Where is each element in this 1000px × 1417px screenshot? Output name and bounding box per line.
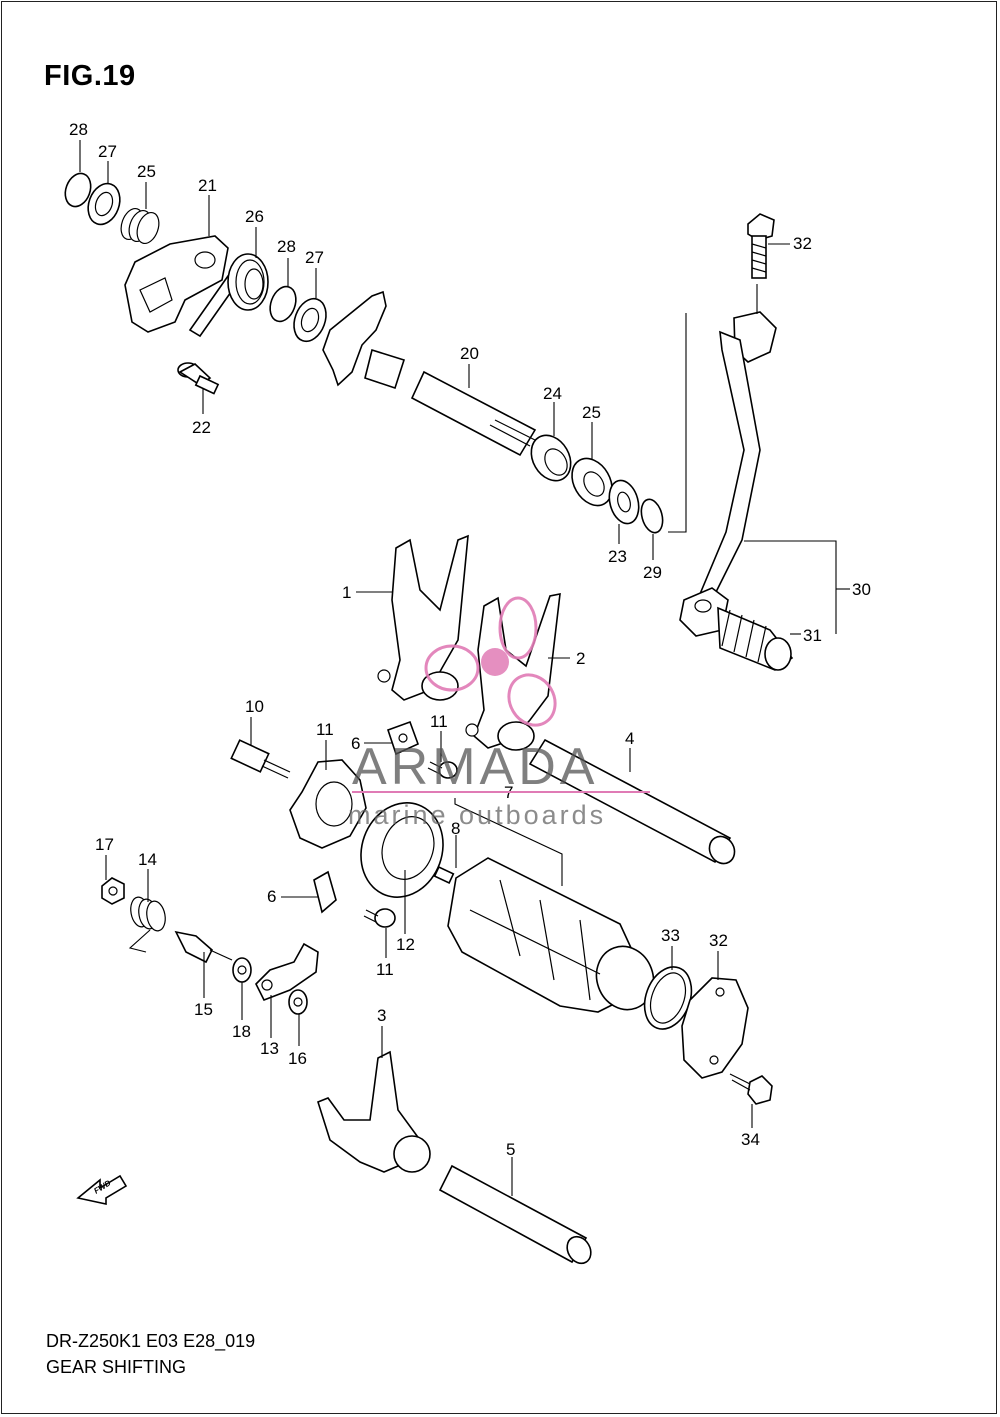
- callout-23: 24: [543, 384, 562, 403]
- bracket-line-shaft: [668, 313, 687, 533]
- callout-11-a: 11: [430, 712, 448, 731]
- callout-28-a: 28: [69, 120, 88, 139]
- callout-30: 31: [803, 626, 822, 645]
- part-return-spring-26: [188, 253, 269, 338]
- callout-9: 10: [245, 697, 264, 716]
- part-plate-6-b: [313, 870, 337, 914]
- part-shift-fork-1: [377, 534, 469, 701]
- part-fork-shaft-5: [438, 1164, 592, 1265]
- fwd-direction-badge: FWD: [76, 1174, 128, 1205]
- callout-28-b: 28: [277, 237, 296, 256]
- callout-5: 5: [506, 1140, 515, 1159]
- part-nut-18: [101, 877, 125, 905]
- callout-27-b: 27: [305, 248, 324, 267]
- part-bearing-12: [360, 802, 444, 898]
- callout-17: 18: [232, 1022, 251, 1041]
- part-shift-shaft-19: [322, 290, 537, 457]
- callout-6-b: 6: [267, 887, 276, 906]
- callout-16: 16: [288, 1049, 307, 1068]
- bracket-line-cam: [454, 798, 563, 886]
- callout-20: 21: [198, 176, 217, 195]
- watermark-brand: ARMADA: [352, 738, 598, 796]
- part-plate-20: [124, 235, 229, 333]
- callout-1: 1: [342, 583, 351, 602]
- part-gearshift-cam-7: [447, 857, 655, 1013]
- part-washer-16: [288, 989, 308, 1015]
- part-shift-fork-2: [465, 592, 561, 751]
- model-code: DR-Z250K1 E03 E28_019: [46, 1331, 256, 1351]
- part-pin-8: [433, 866, 455, 884]
- callout-34: 34: [741, 1130, 760, 1149]
- section-name: GEAR SHIFTING: [46, 1357, 187, 1377]
- callout-11-b: 11: [376, 960, 394, 979]
- part-star-10: [289, 759, 367, 849]
- callout-18: 17: [95, 835, 114, 854]
- callout-19: 20: [460, 344, 479, 363]
- part-bolt-34: [729, 1073, 773, 1105]
- callout-10: 11: [316, 720, 334, 739]
- part-plate-6-a: [386, 720, 420, 756]
- part-bolt-31: [747, 213, 775, 279]
- part-stopper-arm-13: [255, 942, 319, 1002]
- part-bearing-23: [530, 434, 572, 482]
- propeller-logo-icon: [424, 596, 557, 727]
- callout-2: 2: [576, 649, 585, 668]
- part-bolt-15: [174, 930, 233, 964]
- part-rubber-30: [717, 606, 794, 671]
- leader-lines: [79, 140, 850, 1196]
- callout-12: 12: [396, 935, 415, 954]
- part-oil-seal-24: [571, 457, 613, 507]
- part-circlip-28-a: [64, 172, 92, 208]
- callout-32: 32: [709, 931, 728, 950]
- callout-29: 30: [852, 580, 871, 599]
- callout-33: 33: [661, 926, 680, 945]
- part-cover-32: [681, 977, 749, 1079]
- callout-28-c: 29: [643, 563, 662, 582]
- callout-6-a: 6: [351, 734, 360, 753]
- part-gearshift-lever-29: [679, 311, 777, 637]
- figure-title: FIG.19: [44, 60, 136, 92]
- part-spring-25: [120, 207, 160, 245]
- part-washer-27-a: [87, 182, 121, 226]
- callout-21: 22: [192, 418, 211, 437]
- part-shift-fork-3: [317, 1050, 431, 1173]
- callout-31: 32: [793, 234, 812, 253]
- part-o-ring-33: [643, 966, 693, 1030]
- callout-24: 25: [582, 403, 601, 422]
- callout-14: 14: [138, 850, 157, 869]
- part-screw-11-b: [363, 908, 396, 928]
- callout-13: 13: [260, 1039, 279, 1058]
- propeller-hub-icon: [481, 648, 509, 676]
- callout-26: 26: [245, 207, 264, 226]
- callout-15: 15: [194, 1000, 213, 1019]
- callout-22: 23: [608, 547, 627, 566]
- part-screw-11-a: [427, 761, 458, 779]
- watermark-logo: ARMADA marine outboards: [348, 596, 650, 830]
- part-washer-22: [608, 479, 640, 525]
- part-stopper-9: [230, 739, 291, 779]
- part-washer-17: [232, 957, 252, 983]
- callout-4: 4: [625, 729, 634, 748]
- bracket-line-lever: [744, 540, 837, 634]
- callout-25: 25: [137, 162, 156, 181]
- part-circlip-28-b: [269, 285, 297, 323]
- callout-3: 3: [377, 1006, 386, 1025]
- part-spring-14: [128, 896, 166, 953]
- callout-8: 8: [451, 819, 460, 838]
- part-washer-27-b: [293, 297, 327, 343]
- part-fork-shaft-4: [528, 738, 736, 865]
- callout-labels: 28 27 25 21 26 28 27 22 20 24 25 23 29 3…: [69, 120, 871, 1159]
- watermark-tagline: marine outboards: [348, 800, 606, 830]
- part-stopper-bolt-21: [177, 362, 220, 395]
- part-circlip-28-c: [640, 498, 664, 534]
- callout-27-a: 27: [98, 142, 117, 161]
